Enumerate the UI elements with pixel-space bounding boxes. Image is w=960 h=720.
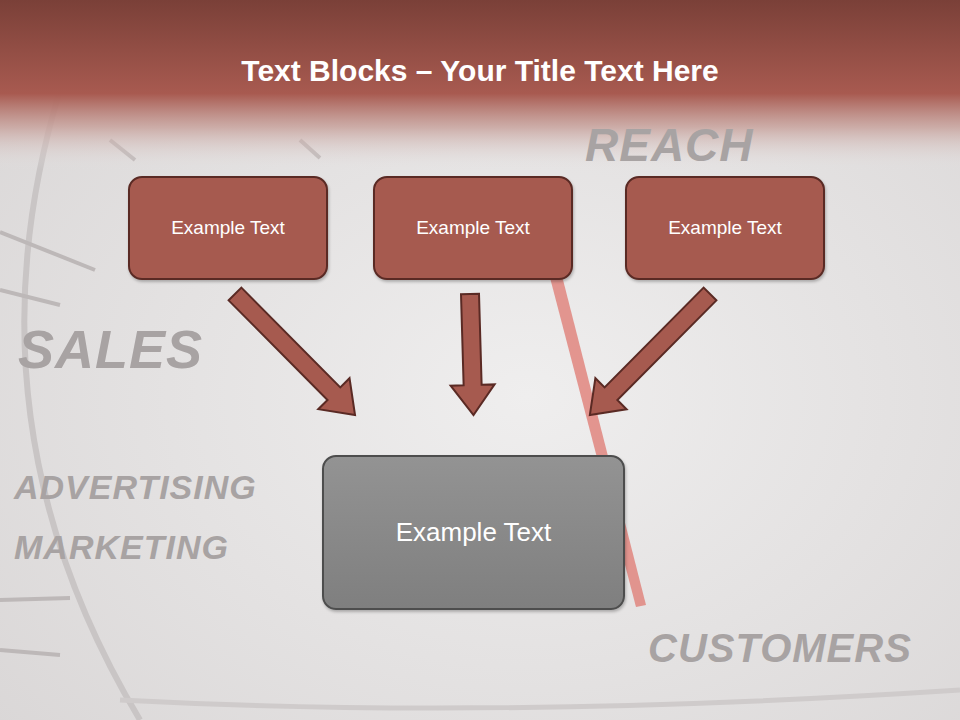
block-text: Example Text <box>668 217 782 239</box>
illustration-word: ADVERTISING <box>14 470 257 504</box>
block-text: Example Text <box>171 217 285 239</box>
block-arrow <box>590 288 717 415</box>
text-block: Example Text <box>625 176 825 280</box>
dial-rim <box>120 690 960 708</box>
illustration-word: CUSTOMERS <box>648 628 912 668</box>
dial-rim <box>24 90 140 720</box>
illustration-word: MARKETING <box>14 530 229 564</box>
text-block: Example Text <box>128 176 328 280</box>
illustration-word: SALES <box>18 322 203 376</box>
title-band <box>0 0 960 170</box>
block-arrow <box>229 288 355 415</box>
block-text: Example Text <box>396 517 552 548</box>
result-block: Example Text <box>322 455 625 610</box>
slide-title: Text Blocks – Your Title Text Here <box>0 54 960 88</box>
block-text: Example Text <box>416 217 530 239</box>
block-arrow <box>451 294 495 415</box>
text-block: Example Text <box>373 176 573 280</box>
illustration-word: REACH <box>585 122 754 168</box>
